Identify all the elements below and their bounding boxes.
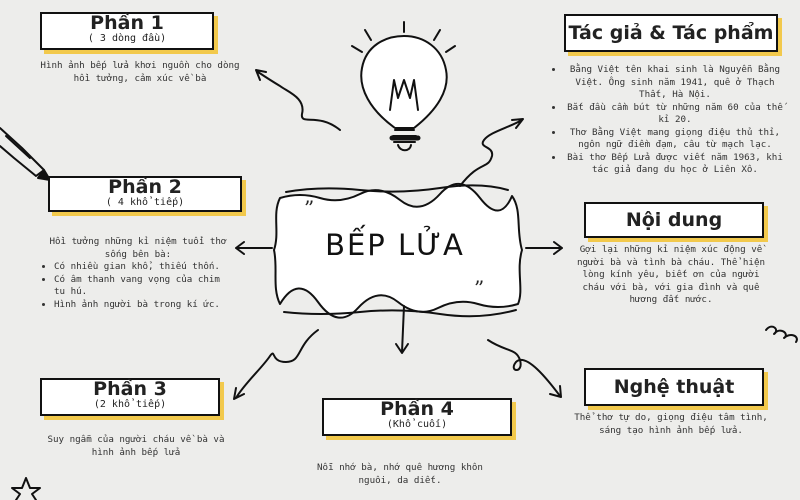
part4-subtitle: (Khổ cuối): [386, 418, 448, 430]
part1-title-box: Phần 1 ( 3 dòng đầu): [40, 12, 214, 50]
center-title: BẾP LỬA: [325, 228, 465, 262]
author-title: Tác giả & Tác phẩm: [568, 22, 774, 44]
part4-title-box: Phần 4 (Khổ cuối): [322, 398, 512, 436]
part2-body: Hồi tưởng những kỉ niệm tuổi thơ sống bê…: [40, 236, 236, 311]
part2-intro: Hồi tưởng những kỉ niệm tuổi thơ sống bê…: [49, 236, 227, 260]
quote-open: ”: [304, 196, 315, 220]
part2-list: Có nhiều gian khổ, thiếu thốn. Có âm tha…: [40, 261, 236, 311]
author-item: Bắt đầu cầm bút từ những năm 60 của thế …: [564, 102, 786, 127]
part4-title: Phần 4: [380, 398, 454, 420]
art-title-box: Nghệ thuật: [584, 368, 764, 406]
part1-text: Hình ảnh bếp lửa khơi nguồn cho dòng hồi…: [40, 60, 240, 84]
center-frame: [273, 183, 523, 319]
part3-subtitle: (2 khổ tiếp): [93, 398, 167, 410]
content-text: Gợi lại những kỉ niệm xúc động về người …: [576, 244, 766, 305]
quote-close: ”: [474, 276, 485, 300]
part3-title: Phần 3: [93, 378, 167, 400]
part2-item: Hình ảnh người bà trong kí ức.: [54, 299, 236, 312]
art-title: Nghệ thuật: [613, 376, 735, 398]
part1-title: Phần 1: [90, 12, 164, 34]
part2-subtitle: ( 4 khổ tiếp): [105, 196, 185, 208]
part2-title-box: Phần 2 ( 4 khổ tiếp): [48, 176, 242, 212]
part2-item: Có nhiều gian khổ, thiếu thốn.: [54, 261, 236, 274]
author-title-box: Tác giả & Tác phẩm: [564, 14, 778, 52]
author-item: Bằng Việt tên khai sinh là Nguyễn Bằng V…: [564, 64, 786, 102]
part3-text: Suy ngẫm của người cháu về bà và hình ản…: [47, 434, 225, 458]
part2-title: Phần 2: [108, 176, 182, 198]
content-title: Nội dung: [625, 209, 723, 231]
part4-text: Nỗi nhớ bà, nhớ quê hương khôn nguôi, da…: [317, 462, 483, 486]
author-item: Bài thơ Bếp Lửa được viết năm 1963, khi …: [564, 152, 786, 177]
content-title-box: Nội dung: [584, 202, 764, 238]
author-item: Thơ Bằng Việt mang giọng điệu thủ thỉ, n…: [564, 127, 786, 152]
part3-title-box: Phần 3 (2 khổ tiếp): [40, 378, 220, 416]
pencil-icon: [0, 127, 51, 181]
light-bulb-icon: [351, 21, 456, 152]
part1-subtitle: ( 3 dòng đầu): [87, 32, 167, 44]
author-body: Bằng Việt tên khai sinh là Nguyễn Bằng V…: [550, 64, 786, 177]
art-text: Thể thơ tự do, giọng điệu tâm tình, sáng…: [574, 412, 768, 436]
author-list: Bằng Việt tên khai sinh là Nguyễn Bằng V…: [550, 64, 786, 177]
part2-item: Có âm thanh vang vọng của chim tu hú.: [54, 274, 236, 299]
